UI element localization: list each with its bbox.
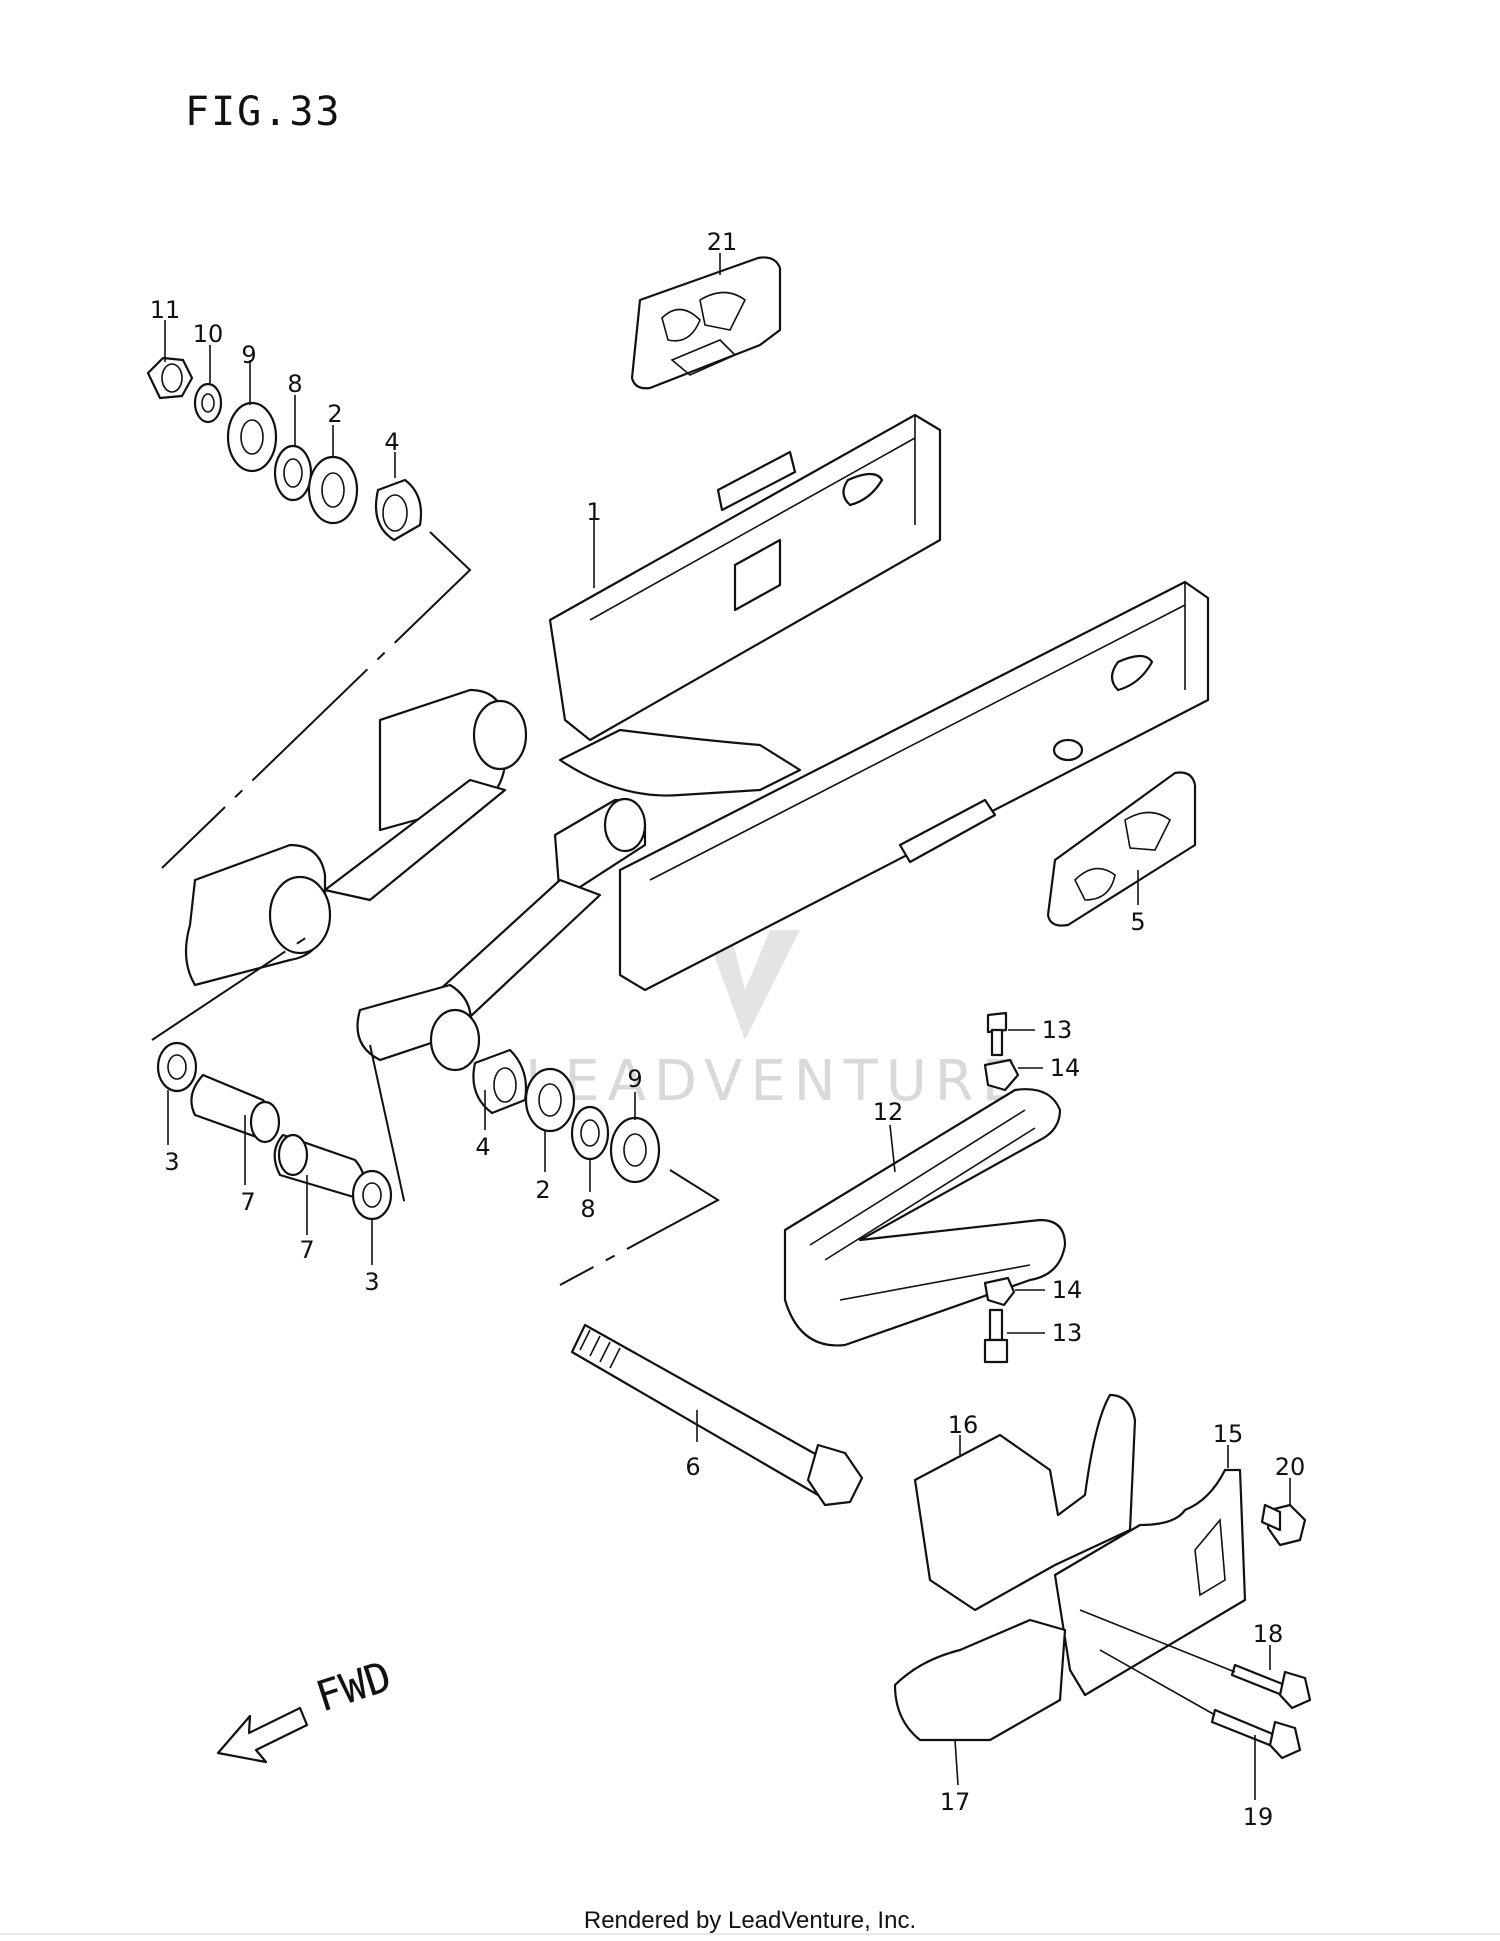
figure-title: FIG.33 <box>185 89 342 135</box>
callout-leaders <box>164 253 1291 1800</box>
part-18-bolt <box>1230 1663 1312 1710</box>
part-9-dust-cap <box>226 401 278 473</box>
bracket-assembly-lines <box>1079 1609 1236 1716</box>
callout-19: 19 <box>1243 1803 1274 1831</box>
callout-4-upper: 4 <box>384 428 399 456</box>
part-4-spacer <box>374 478 423 542</box>
part-20-bolt <box>1260 1503 1307 1547</box>
part-19-bolt <box>1210 1708 1302 1760</box>
part-11-nut <box>146 356 194 400</box>
callout-1: 1 <box>586 498 601 526</box>
part-14-nut-lower <box>983 1276 1016 1307</box>
callout-4-lower: 4 <box>475 1133 490 1161</box>
part-1-swingarm <box>184 413 1210 1072</box>
callout-9-upper: 9 <box>241 341 256 369</box>
part-4-spacer-b <box>472 1048 528 1115</box>
part-2-bearing-b <box>524 1067 576 1133</box>
callout-12: 12 <box>873 1098 904 1126</box>
part-15-bracket-plate <box>1053 1468 1247 1697</box>
callout-numbers: 1 5 4 2 8 9 10 11 21 13 14 12 14 13 6 3 … <box>150 228 1306 1831</box>
assembly-line-lower-mid <box>369 1044 406 1206</box>
part-13-bolt-upper <box>986 1011 1008 1057</box>
callout-2-upper: 2 <box>327 400 342 428</box>
part-3-seal-right <box>351 1169 393 1221</box>
part-8-seal <box>273 444 313 502</box>
footer-credit: Rendered by LeadVenture, Inc. <box>584 1907 916 1934</box>
callout-20: 20 <box>1275 1453 1306 1481</box>
callout-3-left: 3 <box>164 1148 179 1176</box>
part-21-chain-slider-pad <box>630 256 782 390</box>
callout-9-lower: 9 <box>627 1065 642 1093</box>
upper-pivot-hardware <box>146 356 423 542</box>
part-2-bearing <box>307 455 359 525</box>
callout-3-right: 3 <box>364 1268 379 1296</box>
callout-13-upper: 13 <box>1042 1016 1073 1044</box>
callout-18: 18 <box>1253 1620 1284 1648</box>
fwd-label: FWD <box>310 1651 397 1721</box>
callout-8-upper: 8 <box>287 370 302 398</box>
callout-15: 15 <box>1213 1420 1244 1448</box>
callout-2-lower: 2 <box>535 1176 550 1204</box>
part-17-guide-block <box>893 1618 1067 1742</box>
forward-direction-indicator: FWD <box>216 1651 397 1764</box>
part-3-seal-left <box>156 1041 198 1093</box>
part-13-bolt-lower <box>983 1308 1009 1364</box>
callout-14-lower: 14 <box>1052 1276 1083 1304</box>
forward-arrow-icon <box>216 1706 309 1764</box>
part-8-seal-b <box>570 1105 610 1161</box>
callout-7-left: 7 <box>240 1188 255 1216</box>
callout-10: 10 <box>193 320 224 348</box>
callout-11: 11 <box>150 296 181 324</box>
part-5-chain-slider-pad <box>1046 771 1197 927</box>
assembly-line-lower-left <box>151 934 311 1041</box>
callout-13-lower: 13 <box>1052 1319 1083 1347</box>
part-7-pin-right <box>273 1133 366 1200</box>
part-7-pin-left <box>190 1073 281 1144</box>
lower-pivot-hardware <box>156 1041 393 1221</box>
lower-pivot-hardware-right <box>472 1048 661 1184</box>
callout-14-upper: 14 <box>1050 1054 1081 1082</box>
callout-5: 5 <box>1130 908 1145 936</box>
part-14-nut-upper <box>983 1058 1020 1092</box>
part-9-dust-cap-b <box>609 1116 661 1184</box>
watermark-logo-v <box>705 930 800 1040</box>
watermark-text: LEADVENTURE <box>525 1049 1025 1114</box>
assembly-line-lower-right <box>559 1169 720 1286</box>
callout-8-lower: 8 <box>580 1195 595 1223</box>
part-6-pivot-bolt <box>570 1323 864 1507</box>
callout-6: 6 <box>685 1453 700 1481</box>
callout-16: 16 <box>948 1411 979 1439</box>
part-16-bracket <box>913 1393 1137 1612</box>
callout-21: 21 <box>707 228 738 256</box>
callout-17: 17 <box>940 1788 971 1816</box>
callout-7-right: 7 <box>299 1236 314 1264</box>
assembly-line-upper <box>161 531 472 869</box>
part-10-washer <box>193 382 223 424</box>
part-12-chain-guide <box>783 1088 1067 1347</box>
